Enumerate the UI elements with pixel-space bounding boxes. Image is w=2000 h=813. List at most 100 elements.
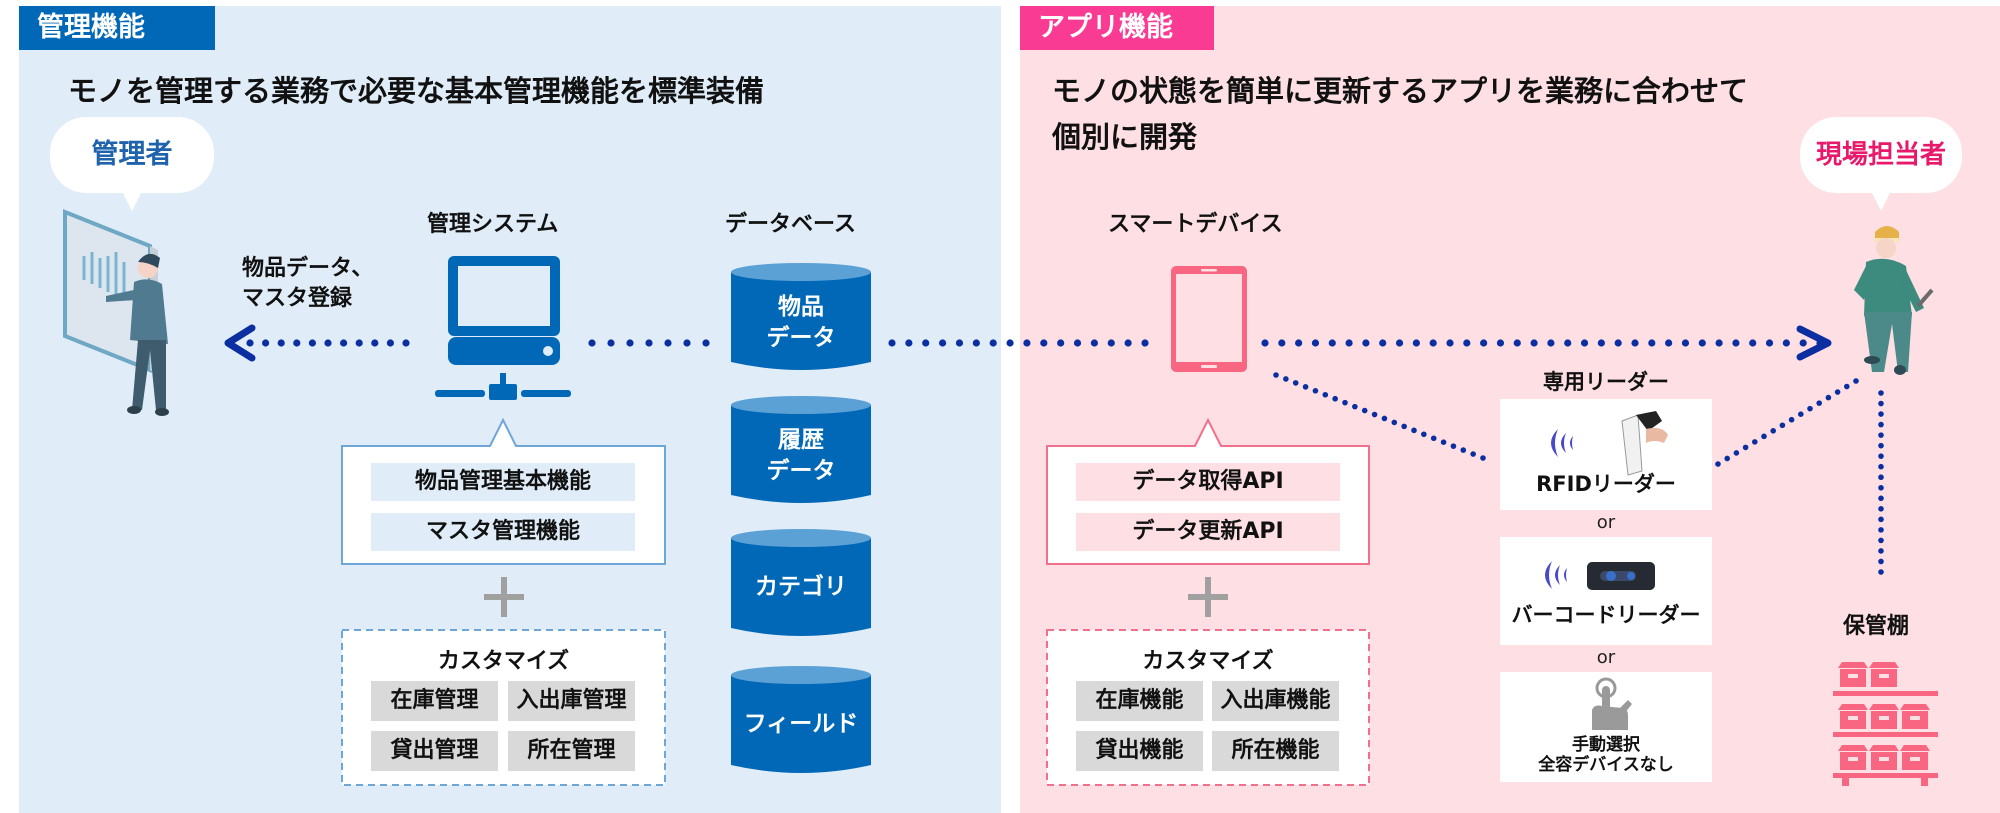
connector-dot [1878, 390, 1884, 396]
database-label-line2: データ [766, 325, 836, 351]
connector-dot [1460, 447, 1467, 453]
connector-dot [1798, 411, 1804, 418]
connector-dot [1480, 339, 1488, 347]
connector-dot [1878, 527, 1884, 533]
connector-dot [293, 339, 301, 347]
customize-item: 入出庫機能 [1212, 681, 1339, 721]
manual-selection-line1: 手動選択 [1572, 735, 1640, 755]
manual-selection-line2: 全容デバイスなし [1538, 755, 1674, 775]
connector-dot [1715, 461, 1721, 467]
connector-dot [402, 339, 410, 347]
management-headline: モノを管理する業務で必要な基本管理機能を標準装備 [68, 74, 765, 108]
connector-dot [1124, 339, 1132, 347]
customize-item: 所在機能 [1212, 731, 1339, 771]
database-cylinder-icon [731, 263, 871, 370]
field-worker-figure-icon [1854, 226, 1934, 375]
data-registration-line1: 物品データ、 [242, 256, 374, 281]
connector-dot [1496, 339, 1505, 347]
connector-dot [1261, 339, 1269, 347]
tap-hand-icon [1592, 677, 1632, 730]
connector-dot [626, 339, 634, 347]
database-label-line1: 物品 [778, 294, 824, 320]
connector-dot [1345, 339, 1353, 347]
connector-dot [1749, 339, 1757, 347]
database-table-label: 物品データ [731, 292, 871, 354]
app-headline-line1: モノの状態を簡単に更新するアプリを業務に合わせて [1052, 74, 1749, 108]
connector-dot [1342, 399, 1348, 406]
connector-dot [1311, 339, 1320, 347]
customize-item: 所在管理 [508, 731, 635, 771]
connector-dot [1312, 388, 1319, 394]
connector-dot [1107, 339, 1115, 347]
connector-dot [1878, 484, 1884, 491]
connector-dot [989, 339, 997, 347]
connector-dot [1379, 339, 1387, 347]
connector-dot [1853, 378, 1859, 384]
connector-dot [1614, 339, 1622, 347]
connector-dot [1430, 435, 1437, 442]
manual-selection-card: 手動選択 全容デバイスなし [1500, 672, 1712, 782]
connector-dot [262, 339, 270, 347]
connector-dot [1681, 339, 1690, 347]
connector-dot [1825, 394, 1832, 401]
connector-dot [1665, 339, 1673, 347]
data-registration-line2: マスタ登録 [242, 286, 353, 311]
field-worker-bubble: 現場担当者 [1800, 117, 1962, 211]
connector-dot [664, 339, 672, 347]
connector-dot [1470, 451, 1476, 457]
connector-dot [1732, 339, 1740, 347]
connector-dot [1361, 407, 1368, 414]
connector-dot [1878, 400, 1884, 407]
box-icon [1838, 745, 1868, 770]
connector-dot [1878, 537, 1884, 544]
administrator-figure-icon [63, 209, 169, 416]
barcode-reader-label: バーコードリーダー [1511, 603, 1701, 627]
connector-dot [1362, 339, 1370, 347]
customize-item: 在庫管理 [371, 681, 498, 721]
plus-icon [484, 577, 524, 617]
box-icon [1869, 745, 1899, 770]
connector-dot [1023, 339, 1031, 347]
connector-dot [972, 339, 980, 347]
plus-icon [1188, 577, 1228, 617]
connector-dot [324, 339, 332, 347]
box-icon [1900, 745, 1930, 770]
connector-dot [1395, 339, 1404, 347]
connector-dot [1878, 506, 1884, 512]
administrator-bubble: 管理者 [50, 117, 214, 211]
connector-dot [905, 339, 913, 347]
connector-dot [1752, 439, 1758, 445]
connector-dot [1807, 405, 1813, 412]
connector-dot [1580, 339, 1589, 347]
connector-dot [1698, 339, 1706, 347]
box-icon [1838, 662, 1868, 687]
connector-dot [939, 339, 947, 347]
smart-device-icon [1171, 266, 1247, 372]
connector-dot [1429, 339, 1437, 347]
connector-dot [1597, 339, 1605, 347]
customize-item: 貸出管理 [371, 731, 498, 771]
connector-dot [1878, 548, 1884, 554]
connector-dot [1878, 463, 1884, 470]
storage-shelf-title: 保管棚 [1843, 614, 1910, 639]
barcode-reader-card: バーコードリーダー [1500, 537, 1712, 645]
management-tab: 管理機能 [19, 6, 215, 50]
connector-dot [1295, 339, 1303, 347]
customize-item: 入出庫管理 [508, 681, 635, 721]
connector-dot [308, 339, 316, 347]
connector-dot [1878, 558, 1884, 565]
database-table-2: 履歴データ [731, 395, 871, 507]
connector-dot [355, 339, 363, 347]
connector-dot [1412, 339, 1420, 347]
app-headline-line2: 個別に開発 [1052, 120, 1198, 154]
connector-dot [1878, 474, 1884, 481]
customize-title: カスタマイズ [1142, 649, 1274, 674]
rfid-reader-icon [1551, 411, 1668, 476]
or-label: or [1596, 512, 1616, 533]
connector-dot [1006, 339, 1014, 347]
feature-item: マスタ管理機能 [371, 513, 635, 551]
shelf-board [1833, 691, 1938, 696]
database-label-line1: フィールド [743, 711, 859, 737]
database-cylinder-icon [731, 396, 871, 503]
connector-dot [340, 339, 348, 347]
